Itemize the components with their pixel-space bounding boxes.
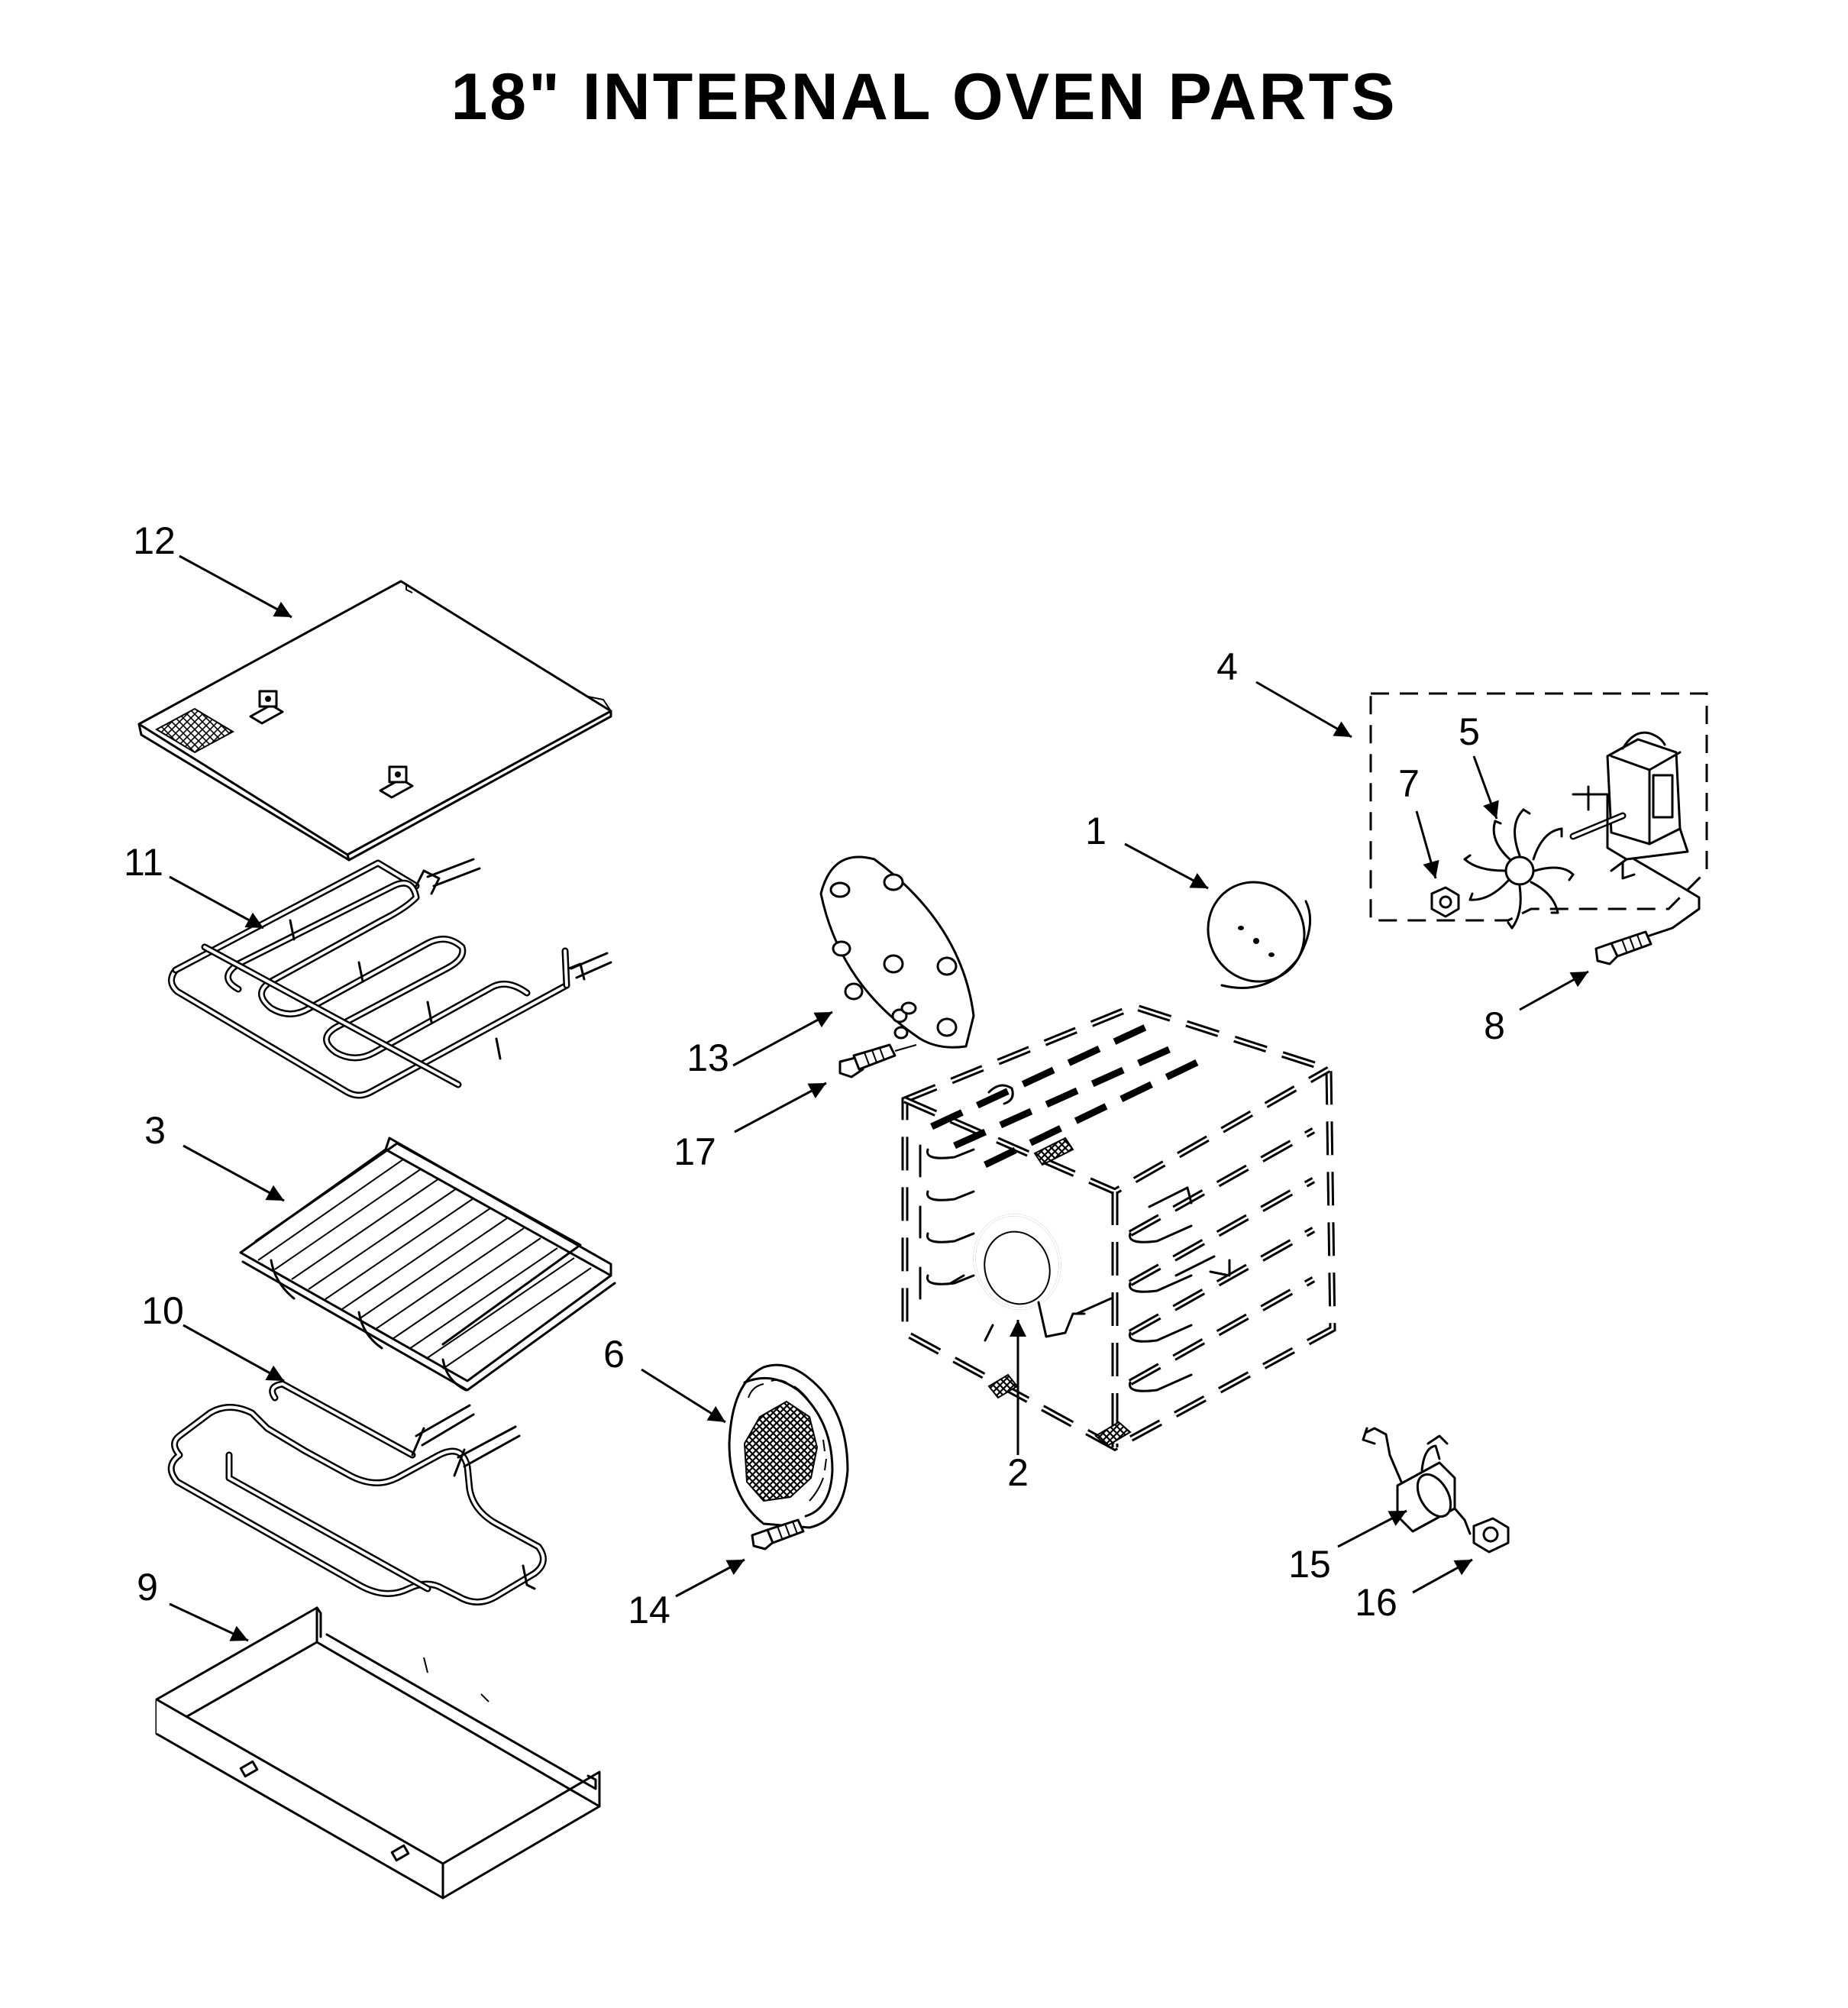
callout-leaders	[169, 555, 1589, 1642]
part-6-fan-cover	[728, 1363, 849, 1529]
leader-1	[1124, 842, 1209, 890]
callout-2: 2	[1007, 1451, 1029, 1494]
leader-14	[675, 1558, 745, 1598]
part-1-disc	[1207, 881, 1312, 989]
leader-4	[1255, 681, 1352, 739]
callout-14: 14	[628, 1589, 670, 1631]
leader-13	[732, 1010, 833, 1067]
callout-7: 7	[1398, 762, 1420, 805]
part-2-oven-cavity	[901, 1003, 1336, 1452]
part-17-screw	[838, 1043, 917, 1078]
callout-17: 17	[674, 1130, 716, 1173]
leader-16	[1412, 1558, 1473, 1594]
part-8-screw	[1594, 930, 1653, 965]
callout-9: 9	[137, 1566, 158, 1609]
callout-5: 5	[1459, 710, 1480, 753]
leader-5	[1472, 755, 1499, 820]
part-9-bottom-pan	[155, 1606, 601, 1900]
part-7-nut	[1430, 886, 1460, 918]
page-title: 18" INTERNAL OVEN PARTS	[451, 60, 1397, 134]
leader-7	[1415, 810, 1439, 879]
callout-8: 8	[1484, 1004, 1505, 1047]
part-10-bake-element	[167, 1380, 547, 1605]
callout-15: 15	[1288, 1543, 1331, 1586]
part-16-nut	[1472, 1517, 1510, 1554]
callout-3: 3	[144, 1109, 166, 1152]
part-4-fan-assembly-outline	[1369, 692, 1708, 922]
leader-11	[169, 875, 264, 930]
top-panel-bracket	[379, 765, 414, 799]
leader-15	[1337, 1509, 1407, 1548]
leader-3	[183, 1144, 285, 1202]
part-14-screw	[751, 1518, 805, 1550]
convection-fan-motor	[1569, 731, 1701, 937]
callout-6: 6	[603, 1333, 625, 1376]
callout-4: 4	[1216, 645, 1238, 688]
top-panel-bracket	[249, 690, 284, 725]
part-3-oven-rack	[239, 1137, 616, 1392]
callout-labels: 12 11 3 10 9 13 17 6 14 1 2 4 5 7 8 15 1…	[124, 519, 1505, 1631]
callout-16: 16	[1355, 1581, 1397, 1624]
callout-1: 1	[1085, 810, 1107, 852]
callout-11: 11	[124, 841, 163, 884]
cavity-hinge-rings	[973, 1214, 1086, 1338]
part-12-top-panel	[137, 580, 612, 862]
part-5-fan-blade	[1463, 808, 1575, 930]
leader-10	[183, 1324, 285, 1382]
part-13-rear-cover-plate	[819, 855, 975, 1049]
leader-12	[179, 555, 292, 619]
leader-6	[641, 1368, 726, 1424]
part-15-component	[1362, 1427, 1472, 1535]
part-11-broil-element	[168, 858, 612, 1099]
leader-8	[1519, 970, 1589, 1011]
callout-13: 13	[687, 1036, 729, 1079]
callout-12: 12	[133, 519, 176, 562]
callout-10: 10	[141, 1289, 184, 1332]
leader-9	[169, 1602, 249, 1642]
leader-17	[734, 1082, 827, 1133]
